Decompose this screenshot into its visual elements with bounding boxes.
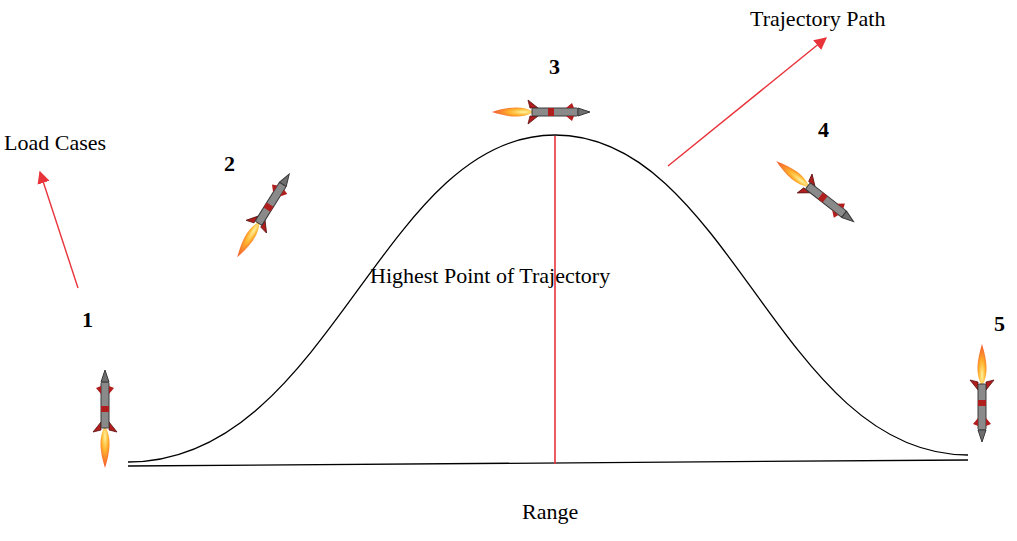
callout-number: 1 bbox=[82, 307, 93, 332]
rocket-icon bbox=[970, 344, 994, 442]
range-baseline bbox=[128, 460, 968, 466]
annotation-label: Highest Point of Trajectory bbox=[370, 263, 610, 288]
callout-number: 5 bbox=[994, 311, 1005, 336]
axis-label: Range bbox=[522, 499, 578, 524]
rocket-icon bbox=[93, 370, 117, 468]
rocket-icon bbox=[769, 152, 861, 231]
annotation-label: Load Cases bbox=[4, 130, 106, 155]
rocket-icon bbox=[227, 168, 299, 264]
callout-number: 3 bbox=[549, 54, 560, 79]
leader-arrow bbox=[668, 38, 826, 166]
rocket-icon bbox=[492, 100, 590, 124]
apex-line bbox=[554, 136, 556, 464]
callout-number: 4 bbox=[818, 117, 829, 142]
leader-arrow bbox=[40, 172, 78, 288]
trajectory-curve bbox=[128, 135, 968, 462]
annotation-label: Trajectory Path bbox=[750, 6, 885, 31]
callout-number: 2 bbox=[224, 151, 235, 176]
